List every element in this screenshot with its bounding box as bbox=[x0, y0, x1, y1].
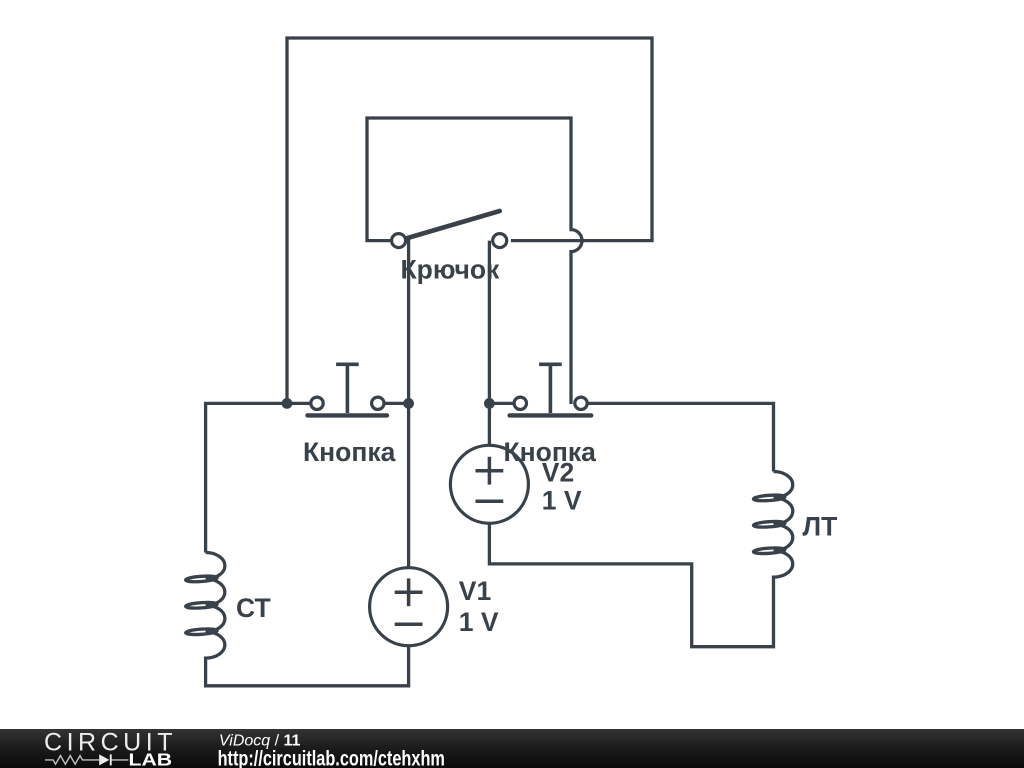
svg-text:LAB: LAB bbox=[129, 749, 173, 768]
svg-text:Крючок: Крючок bbox=[401, 255, 501, 285]
svg-text:Кнопка: Кнопка bbox=[303, 437, 396, 467]
svg-text:V1: V1 bbox=[459, 576, 491, 606]
svg-text:ЛТ: ЛТ bbox=[803, 512, 838, 542]
svg-text:Кнопка: Кнопка bbox=[504, 437, 597, 467]
svg-text:http://circuitlab.com/ctehxhm: http://circuitlab.com/ctehxhm bbox=[218, 747, 445, 768]
svg-text:V2: V2 bbox=[542, 457, 574, 487]
svg-text:СТ: СТ bbox=[236, 593, 271, 623]
svg-text:1 V: 1 V bbox=[459, 607, 499, 637]
svg-text:ViDocq / 11: ViDocq / 11 bbox=[219, 732, 301, 749]
svg-text:1 V: 1 V bbox=[542, 486, 582, 516]
